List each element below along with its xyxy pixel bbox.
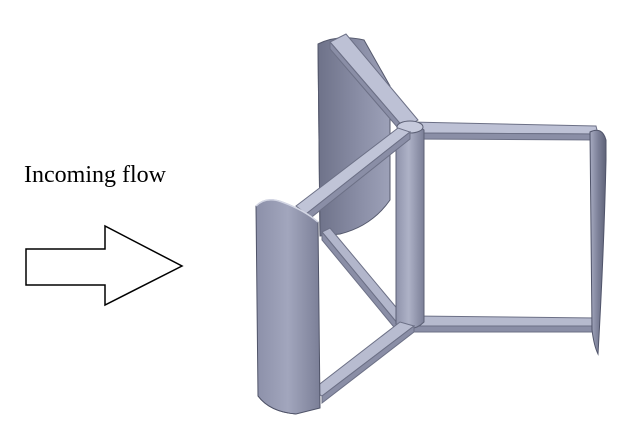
central-shaft [395, 120, 425, 329]
incoming-flow-label: Incoming flow [24, 162, 166, 188]
flow-arrow [25, 224, 184, 307]
lower-arm-back [321, 227, 406, 334]
upper-arm-right [409, 121, 599, 141]
lower-arm-front [311, 321, 416, 405]
front-blade [255, 199, 321, 415]
right-blade [589, 129, 607, 356]
lower-arm-right [413, 315, 599, 333]
